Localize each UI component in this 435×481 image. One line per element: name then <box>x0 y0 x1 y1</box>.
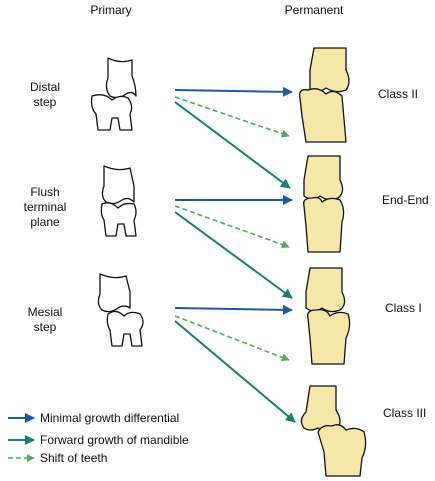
arrow-distal-step-to-class-ii-shift <box>174 96 290 138</box>
svg-text:step: step <box>34 95 57 109</box>
svg-text:Flush: Flush <box>30 185 59 199</box>
permanent-molars-class-i <box>305 267 351 365</box>
svg-text:Distal: Distal <box>30 80 60 94</box>
class-i-label: Class I <box>385 301 422 315</box>
legend-item-minimal-growth-differential: Minimal growth differential <box>8 411 179 425</box>
arrow-flush-to-end-end-shift <box>174 205 290 249</box>
svg-text:step: step <box>34 320 57 334</box>
class-iii-label: Class III <box>383 406 426 420</box>
primary-label-flush-terminal-plane: Flush terminal plane <box>24 185 67 229</box>
arrow-distal-step-to-end-end <box>174 101 291 189</box>
arrow-flush-to-class-i <box>174 211 293 299</box>
legend-item-shift-of-teeth: Shift of teeth <box>8 451 107 465</box>
svg-text:terminal: terminal <box>24 200 67 214</box>
svg-text:plane: plane <box>30 215 60 229</box>
primary-molars-flush-terminal-plane <box>100 165 137 237</box>
arrow-distal-step-to-class-ii <box>174 86 293 97</box>
primary-label-mesial-step: Mesial step <box>28 305 63 334</box>
class-ii-label: Class II <box>378 87 418 101</box>
primary-molars-mesial-step <box>97 273 144 347</box>
legend-label-minimal-growth-differential: Minimal growth differential <box>40 411 179 425</box>
legend: Minimal growth differential Forward grow… <box>8 411 189 465</box>
end-end-label: End-End <box>382 193 429 207</box>
primary-molars-distal-step <box>90 57 137 131</box>
svg-text:Mesial: Mesial <box>28 305 63 319</box>
primary-label-distal-step: Distal step <box>30 80 60 109</box>
arrow-mesial-step-to-class-iii <box>174 320 296 423</box>
permanent-molars-class-iii <box>300 385 367 477</box>
primary-header: Primary <box>90 3 131 17</box>
legend-item-forward-growth-of-mandible: Forward growth of mandible <box>8 433 189 447</box>
legend-label-shift-of-teeth: Shift of teeth <box>40 451 107 465</box>
arrow-mesial-step-to-class-i <box>174 304 293 315</box>
legend-label-forward-growth-of-mandible: Forward growth of mandible <box>40 433 189 447</box>
arrow-mesial-step-to-class-i-shift <box>174 315 290 362</box>
permanent-header: Permanent <box>285 3 344 17</box>
permanent-molars-end-end <box>303 155 345 253</box>
permanent-molars-class-ii <box>299 47 350 143</box>
